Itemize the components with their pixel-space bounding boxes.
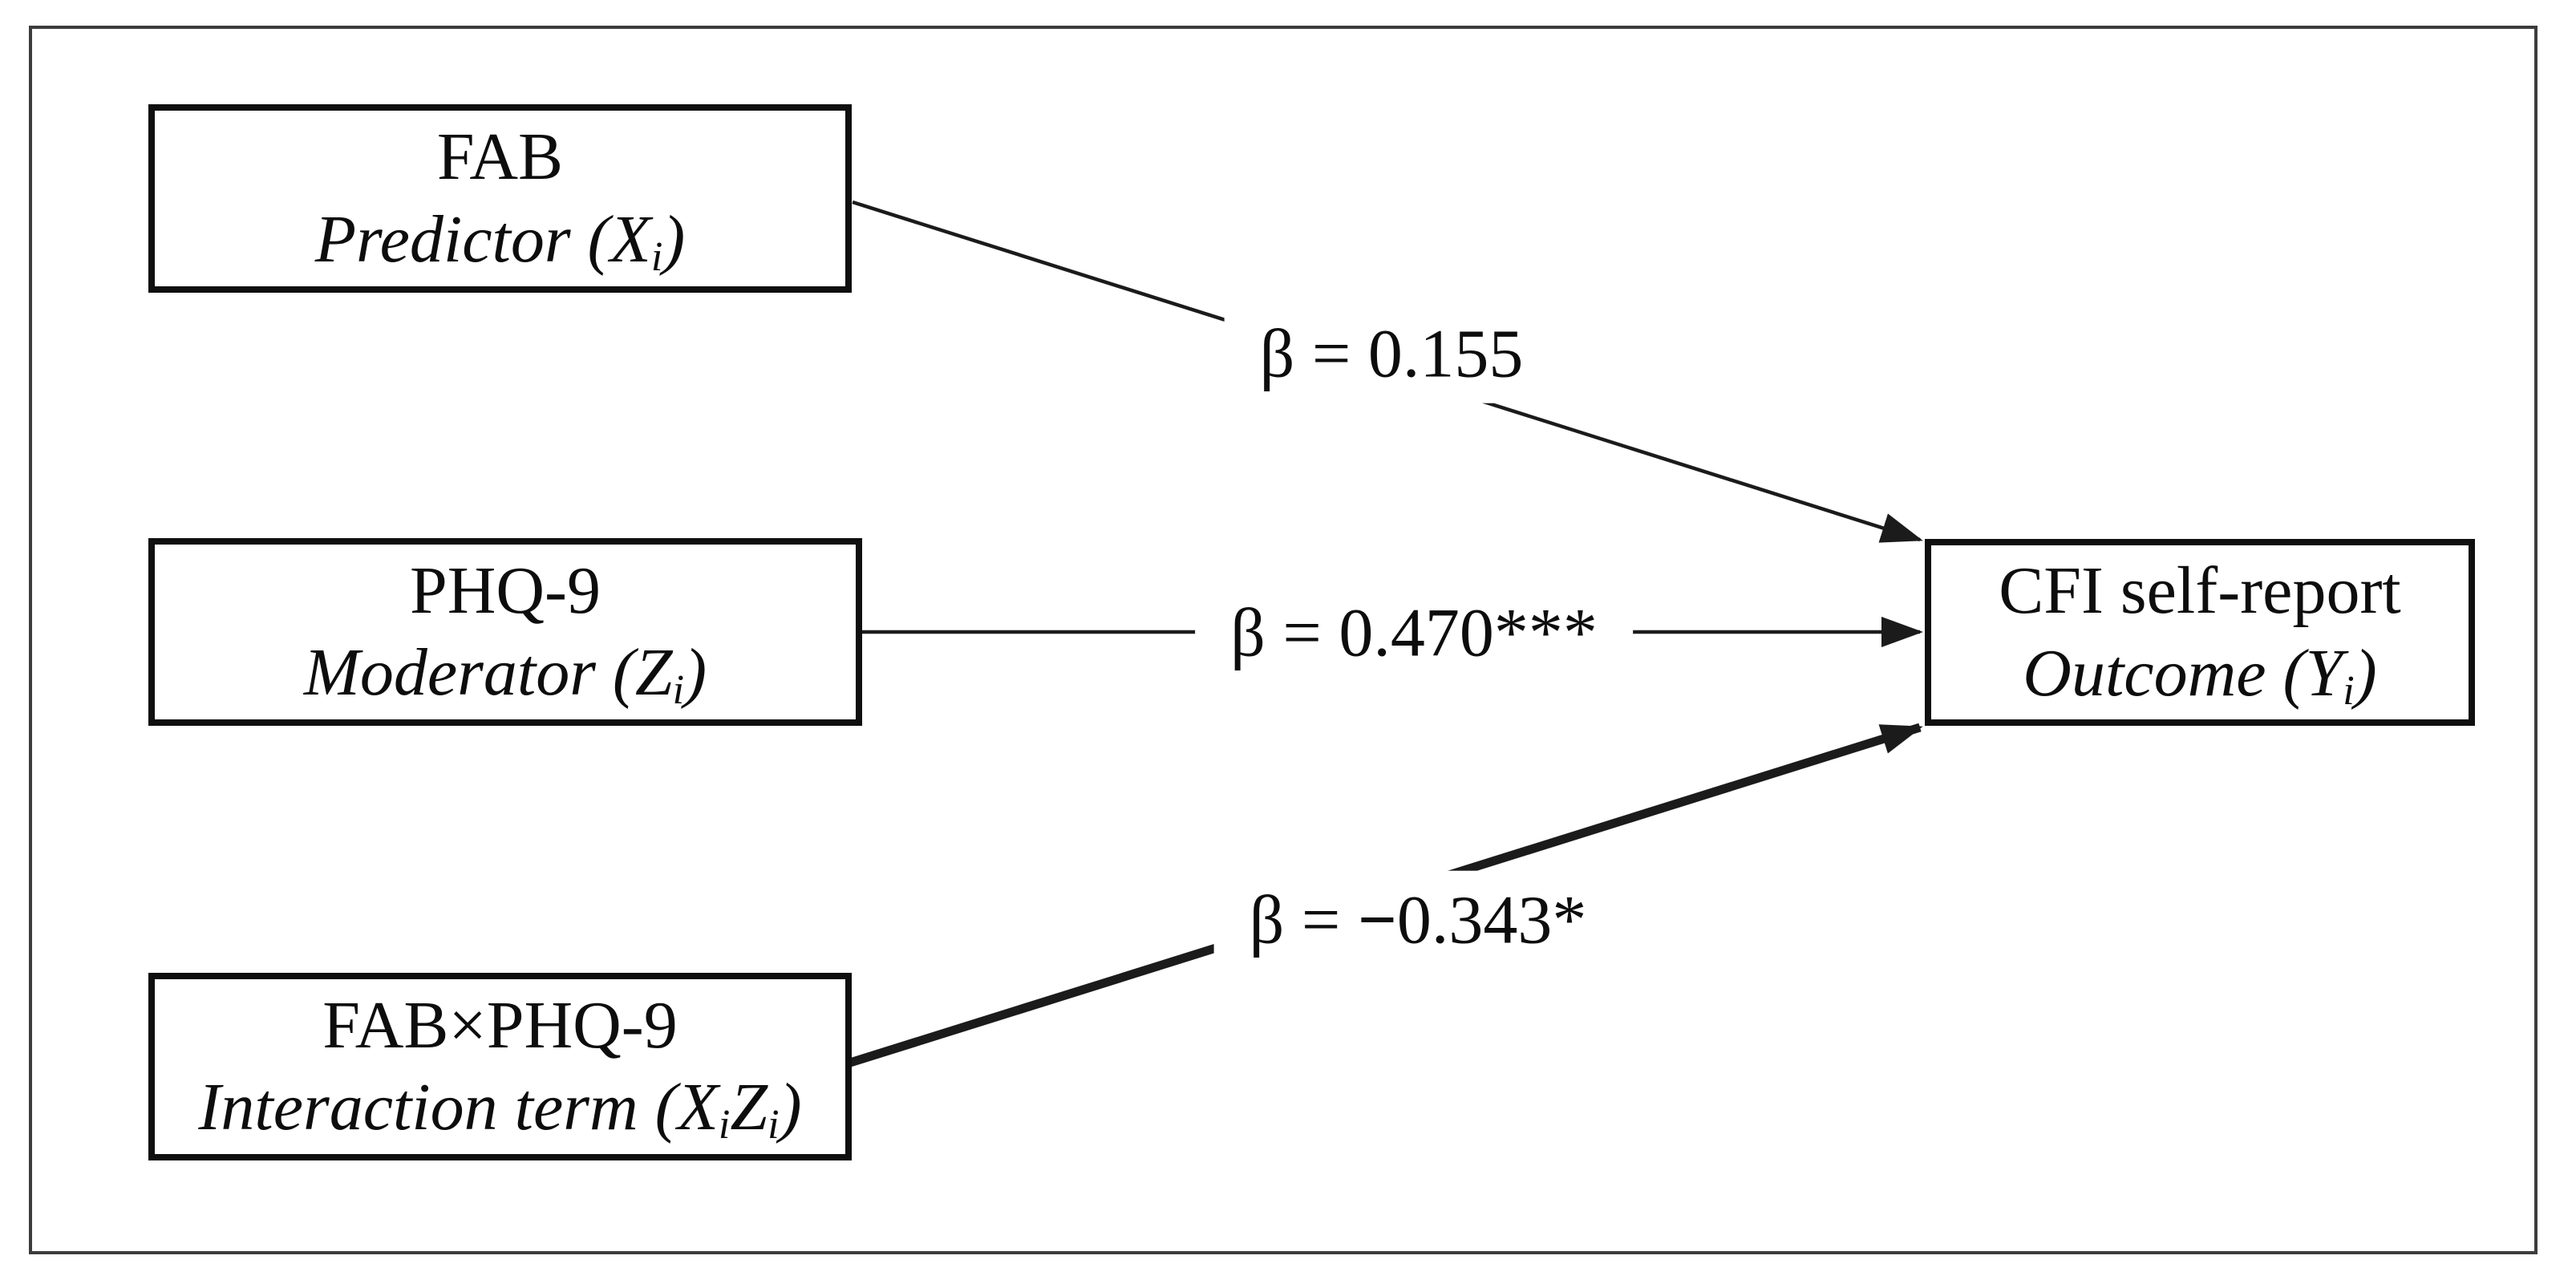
node-title: PHQ-9: [409, 553, 601, 628]
node-interaction-term: FAB×PHQ-9 Interaction term (XiZi): [148, 973, 852, 1160]
path-label-interaction-beta: β = −0.343*: [1213, 870, 1622, 970]
beta-minus: −: [1357, 881, 1397, 958]
figure-frame: [29, 26, 2538, 1254]
path-label-fab-beta: β = 0.155: [1224, 304, 1559, 403]
node-title: CFI self-report: [1999, 553, 2401, 629]
beta-value: 0.343*: [1396, 881, 1587, 958]
node-subtitle: Interaction term (XiZi): [198, 1070, 802, 1148]
beta-prefix: β =: [1230, 593, 1339, 671]
beta-prefix: β =: [1249, 881, 1358, 958]
node-subtitle: Moderator (Zi): [303, 635, 707, 714]
path-label-phq9-beta: β = 0.470***: [1195, 583, 1633, 682]
node-phq9-moderator: PHQ-9 Moderator (Zi): [148, 538, 862, 726]
node-title: FAB: [436, 119, 564, 195]
node-cfi-outcome: CFI self-report Outcome (Yi): [1925, 539, 2475, 726]
beta-prefix: β =: [1259, 314, 1368, 392]
node-title: FAB×PHQ-9: [322, 987, 678, 1063]
node-fab-predictor: FAB Predictor (Xi): [148, 104, 852, 293]
node-subtitle: Predictor (Xi): [314, 201, 686, 280]
node-subtitle: Outcome (Yi): [2023, 635, 2377, 714]
beta-value: 0.470***: [1339, 593, 1598, 671]
beta-value: 0.155: [1367, 314, 1524, 392]
